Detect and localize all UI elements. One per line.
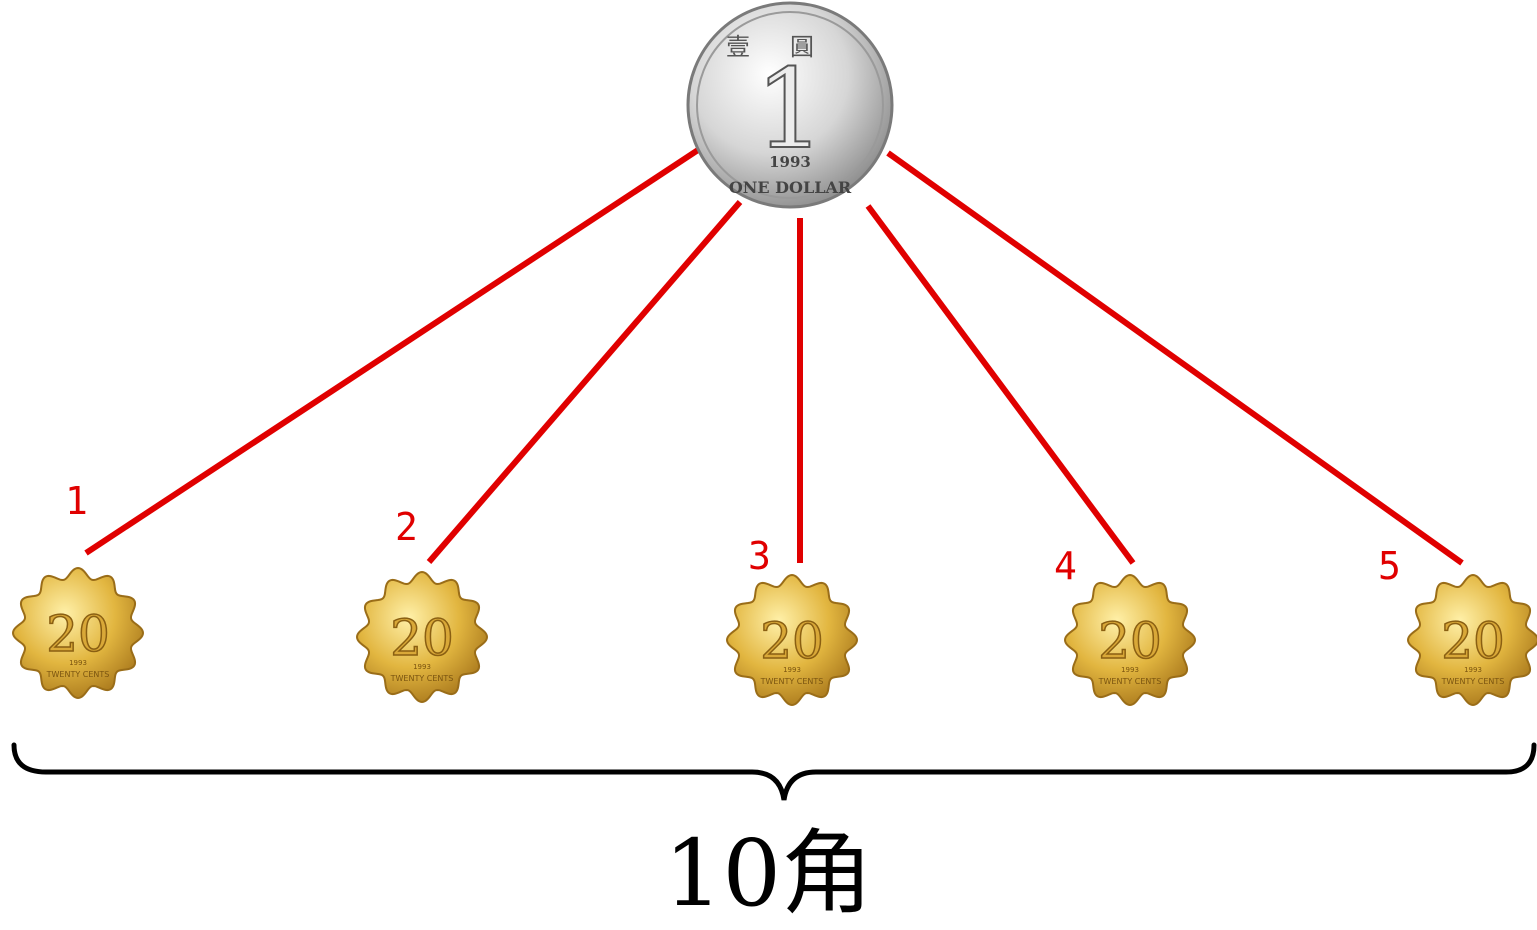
- twenty-cent-inscription: TWENTY CENTS: [1098, 677, 1162, 686]
- twenty-cent-numeral: 20: [46, 605, 110, 663]
- count-label-4: 4: [1054, 544, 1077, 588]
- one-dollar-chinese: 壹圓: [726, 33, 854, 61]
- one-dollar-inscription: ONE DOLLAR: [729, 178, 852, 197]
- connector-line-1: [84, 147, 700, 556]
- twenty-cent-numeral: 20: [1441, 612, 1505, 670]
- connector-line-2: [426, 200, 743, 564]
- connector-lines: [84, 147, 1464, 566]
- count-label-1: 1: [65, 479, 88, 523]
- twenty-cent-year: 1993: [69, 659, 87, 667]
- count-label-3: 3: [748, 534, 771, 578]
- one-dollar-coin: 壹圓 1 1993 ONE DOLLAR: [686, 1, 894, 209]
- twenty-cent-year: 1993: [783, 666, 801, 674]
- twenty-cent-inscription: TWENTY CENTS: [1441, 677, 1505, 686]
- twenty-cent-numeral: 20: [760, 612, 824, 670]
- count-label-2: 2: [395, 505, 418, 549]
- one-dollar-numeral: 1: [755, 45, 825, 173]
- twenty-cent-inscription: TWENTY CENTS: [390, 674, 454, 683]
- twenty-cent-inscription: TWENTY CENTS: [760, 677, 824, 686]
- connector-line-5: [886, 150, 1464, 566]
- twenty-cent-year: 1993: [413, 663, 431, 671]
- twenty-cent-inscription: TWENTY CENTS: [46, 670, 110, 679]
- twenty-cent-numeral: 20: [1098, 612, 1162, 670]
- twenty-cent-year: 1993: [1121, 666, 1139, 674]
- connector-line-4: [865, 204, 1136, 565]
- twenty-cent-year: 1993: [1464, 666, 1482, 674]
- total-value-label: 10角: [663, 820, 874, 927]
- count-label-5: 5: [1378, 544, 1401, 588]
- one-dollar-year: 1993: [769, 153, 811, 171]
- twenty-cent-numeral: 20: [390, 609, 454, 667]
- total-brace: [11, 742, 1537, 801]
